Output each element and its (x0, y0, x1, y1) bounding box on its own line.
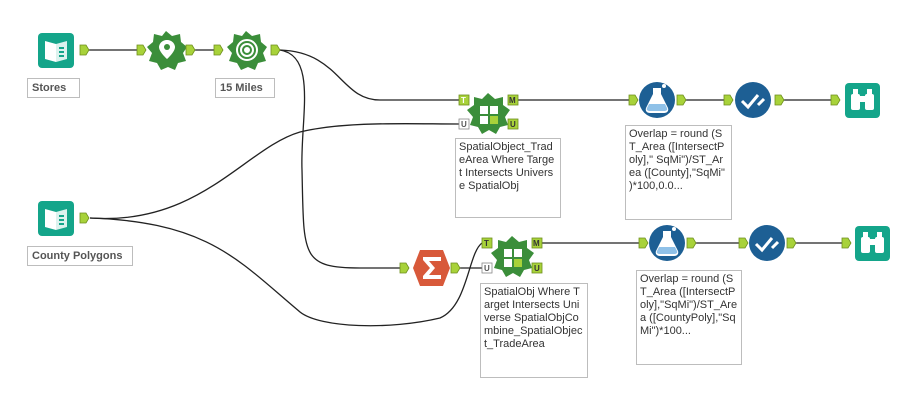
binoculars-icon (851, 89, 874, 110)
matched-anchor-label: M (509, 96, 516, 105)
spatial-match-2-annotation: SpatialObj Where Target Intersects Unive… (480, 283, 588, 378)
county-polygons-input-tool[interactable] (38, 201, 90, 236)
universe-anchor[interactable] (481, 262, 493, 274)
wire-tradearea-to-summarize[interactable] (279, 49, 402, 269)
book-icon (45, 41, 67, 62)
stores-tool-label: Stores (27, 78, 80, 98)
output-anchor[interactable] (686, 237, 697, 249)
output-anchor[interactable] (786, 237, 797, 249)
flask-icon (655, 227, 679, 256)
spatial-match-tool-1[interactable]: T U M U (458, 93, 519, 134)
input-anchor[interactable] (841, 237, 852, 249)
universe-anchor[interactable] (458, 118, 470, 130)
flask-icon (645, 84, 669, 113)
create-points-tool[interactable] (136, 31, 196, 70)
target-anchor[interactable] (481, 237, 493, 249)
spatial-match-1-annotation: SpatialObject_TradeArea Where Target Int… (455, 138, 561, 218)
puzzle-icon (504, 249, 522, 267)
stores-input-tool[interactable] (38, 33, 90, 68)
universe-anchor-label: U (484, 264, 490, 273)
universe-anchor-label: U (461, 120, 467, 129)
unmatched-anchor[interactable] (531, 262, 543, 274)
matched-anchor-label: M (533, 239, 540, 248)
input-anchor[interactable] (830, 94, 841, 106)
target-icon (236, 39, 258, 61)
spatial-match-tool-2[interactable]: T U M U (481, 236, 543, 277)
output-anchor[interactable] (676, 94, 687, 106)
unmatched-anchor[interactable] (507, 118, 519, 130)
unmatched-anchor-label: U (534, 264, 540, 273)
input-anchor[interactable] (213, 44, 224, 56)
input-anchor[interactable] (638, 237, 649, 249)
formula-1-annotation: Overlap = round (ST_Area ([IntersectPoly… (625, 125, 732, 220)
input-anchor[interactable] (136, 44, 147, 56)
output-anchor[interactable] (79, 212, 90, 224)
target-anchor-label: T (461, 96, 466, 105)
output-anchor[interactable] (774, 94, 785, 106)
trade-area-tool-label: 15 Miles (215, 78, 275, 98)
output-anchor[interactable] (450, 262, 461, 274)
sigma-icon (423, 257, 441, 279)
target-anchor[interactable] (458, 94, 470, 106)
check-icon (740, 94, 766, 110)
select-tool-2[interactable] (738, 225, 797, 261)
location-pin-icon (159, 40, 175, 59)
check-icon (754, 237, 780, 253)
output-anchor[interactable] (270, 44, 281, 56)
select-tool-1[interactable] (723, 82, 785, 118)
wire-county-to-match2-target[interactable] (89, 217, 483, 327)
formula-tool-2[interactable] (638, 225, 697, 261)
output-anchor[interactable] (185, 44, 196, 56)
formula-2-annotation: Overlap = round (ST_Area ([IntersectPoly… (636, 270, 742, 365)
wire-county-to-match1-universe[interactable] (89, 122, 460, 220)
wire-tradearea-to-match1-target[interactable] (279, 49, 459, 101)
input-anchor[interactable] (723, 94, 734, 106)
puzzle-icon (480, 106, 498, 124)
browse-tool-2[interactable] (841, 226, 890, 261)
formula-tool-1[interactable] (628, 82, 687, 118)
summarize-tool[interactable] (399, 250, 461, 286)
output-anchor[interactable] (79, 44, 90, 56)
connections (89, 49, 843, 327)
county-polygons-tool-label: County Polygons (27, 246, 133, 266)
input-anchor[interactable] (399, 262, 410, 274)
trade-area-tool[interactable] (213, 31, 281, 70)
unmatched-anchor-label: U (510, 120, 516, 129)
input-anchor[interactable] (738, 237, 749, 249)
input-anchor[interactable] (628, 94, 639, 106)
browse-tool-1[interactable] (830, 83, 880, 118)
matched-anchor[interactable] (531, 237, 543, 249)
matched-anchor[interactable] (507, 94, 519, 106)
binoculars-icon (861, 232, 884, 253)
target-anchor-label: T (484, 239, 489, 248)
book-icon (45, 209, 67, 230)
